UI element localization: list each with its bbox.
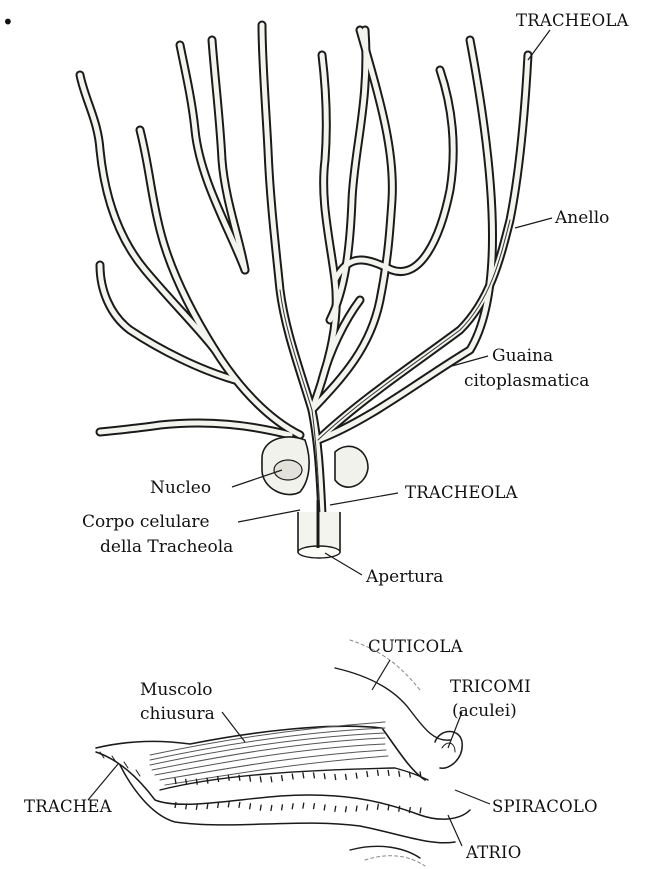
trichome-spike <box>399 771 400 777</box>
trichome-spike <box>367 804 368 810</box>
label-tracheola-top: TRACHEOLA <box>516 11 629 30</box>
trichome-spike <box>207 803 208 809</box>
trichome-spike <box>367 771 368 777</box>
trichome-spike <box>345 806 346 812</box>
trichome-spike <box>250 803 251 809</box>
trichome-spike <box>335 774 336 780</box>
label-cuticola: CUTICOLA <box>368 637 464 656</box>
label-tricomi: TRICOMI <box>450 677 531 696</box>
label-apertura: Apertura <box>365 567 443 587</box>
trichome-spike <box>239 802 240 808</box>
trichome-spike <box>377 804 378 810</box>
trichome-spike <box>356 806 357 812</box>
trichome-spike <box>228 775 229 781</box>
label-chiusura: chiusura <box>140 704 215 724</box>
trichome-spike <box>303 772 304 778</box>
trichome-spike <box>175 802 176 808</box>
trichome-spike <box>335 806 336 812</box>
trichome-spike <box>282 775 283 781</box>
trichome-spike <box>313 803 314 809</box>
trichome-spike <box>388 770 389 776</box>
label-citoplasmatica: citoplasmatica <box>464 371 589 391</box>
spiracle-drawing <box>96 640 470 866</box>
trichome-spike <box>282 804 283 810</box>
label-anello: Anello <box>554 208 609 228</box>
label-nucleo: Nucleo <box>150 478 211 498</box>
nucleus-shape <box>274 460 302 480</box>
trichome-spike <box>420 807 421 813</box>
trichome-spike <box>303 803 304 809</box>
label-aculei: (aculei) <box>452 701 517 721</box>
trichome-spike <box>377 770 378 776</box>
trichome-spike <box>228 801 229 807</box>
label-tracheola-mid: TRACHEOLA <box>405 483 518 502</box>
label-corpo-celulare: Corpo celulare <box>82 512 210 532</box>
trichome-spike <box>356 773 357 779</box>
trichome-spike <box>260 776 261 782</box>
trichome-spike <box>292 803 293 809</box>
label-muscolo: Muscolo <box>140 680 213 700</box>
label-della-tracheola: della Tracheola <box>100 537 233 557</box>
label-atrio: ATRIO <box>465 843 522 862</box>
trichome-spike <box>271 805 272 811</box>
trichome-spike <box>292 773 293 779</box>
trachea-stump <box>298 500 340 558</box>
trichome-spike <box>239 775 240 781</box>
trichome-spike <box>345 774 346 780</box>
trichome-spike <box>271 776 272 782</box>
bottom-labels: CUTICOLA Muscolo chiusura TRICOMI (acule… <box>24 637 598 862</box>
trichome-spike <box>399 806 400 812</box>
label-spiracolo: SPIRACOLO <box>492 797 598 816</box>
trichome-spike <box>324 773 325 779</box>
label-guaina: Guaina <box>492 346 553 366</box>
trichome-spike <box>313 772 314 778</box>
trichome-spike <box>324 804 325 810</box>
label-trachea: TRACHEA <box>24 797 113 816</box>
trichome-spike <box>260 805 261 811</box>
trichome-spike <box>250 776 251 782</box>
